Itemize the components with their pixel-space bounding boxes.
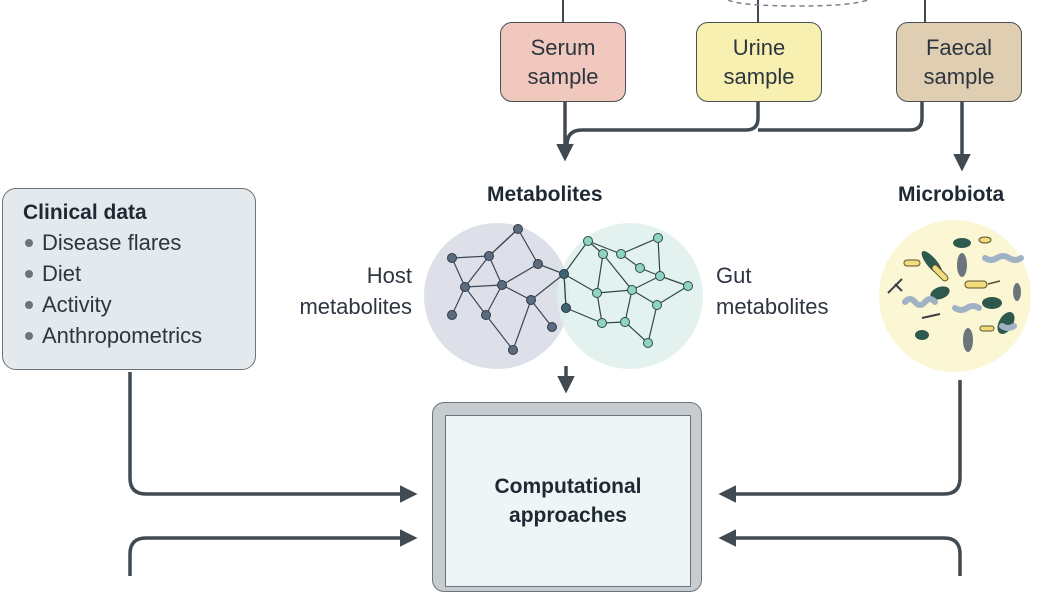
lower-right-arrow xyxy=(718,529,962,576)
clinical-item: Activity xyxy=(23,289,255,320)
clinical-item: Diet xyxy=(23,258,255,289)
shared-network-nodes xyxy=(559,269,571,313)
dashed-connector xyxy=(727,0,869,7)
connector-layer xyxy=(128,0,1031,576)
clinical-data-title: Clinical data xyxy=(23,201,147,224)
microbiota-title: Microbiota xyxy=(898,183,1005,206)
microbe-icons xyxy=(887,236,1024,352)
clinical-item: Anthropometrics xyxy=(23,320,255,351)
metabolites-title: Metabolites xyxy=(487,183,603,206)
host-network-nodes xyxy=(447,224,557,355)
gut-network-edges xyxy=(537,237,689,344)
gut-network-nodes xyxy=(583,233,693,348)
clinical-data-list: Disease flares Diet Activity Anthropomet… xyxy=(23,227,255,351)
clinical-to-computational-arrow xyxy=(128,372,418,503)
host-metabolites-circle xyxy=(424,223,570,369)
urine-label-line1: Urine xyxy=(732,35,786,60)
serum-label-line2: sample xyxy=(527,64,599,89)
gut-metabolites-label: Gut metabolites xyxy=(716,260,856,322)
urine-sample-box: Urine sample xyxy=(696,22,822,102)
faecal-label-line2: sample xyxy=(923,64,995,89)
host-label-line1: Host xyxy=(366,263,412,288)
faecal-sample-box: Faecal sample xyxy=(896,22,1022,102)
gut-metabolites-circle xyxy=(557,223,703,369)
host-label-line2: metabolites xyxy=(299,294,412,319)
computational-line2: approaches xyxy=(509,504,627,527)
computer-monitor: Computational approaches xyxy=(432,402,702,592)
serum-sample-box: Serum sample xyxy=(500,22,626,102)
gut-label-line2: metabolites xyxy=(716,294,829,319)
faecal-to-metabolites-line xyxy=(758,102,924,132)
lower-left-arrow xyxy=(128,529,418,576)
urine-label-line2: sample xyxy=(723,64,795,89)
clinical-item: Disease flares xyxy=(23,227,255,258)
computational-line1: Computational xyxy=(494,475,642,498)
serum-label-line1: Serum xyxy=(530,35,596,60)
faecal-label-line1: Faecal xyxy=(925,35,993,60)
clinical-data-box: Clinical data Disease flares Diet Activi… xyxy=(2,188,256,370)
computational-approaches-screen: Computational approaches xyxy=(445,415,691,587)
urine-to-metabolites-line xyxy=(565,102,760,146)
host-metabolites-label: Host metabolites xyxy=(278,260,412,322)
gut-label-line1: Gut xyxy=(716,263,752,288)
microbiota-to-computational-arrow xyxy=(718,380,962,503)
